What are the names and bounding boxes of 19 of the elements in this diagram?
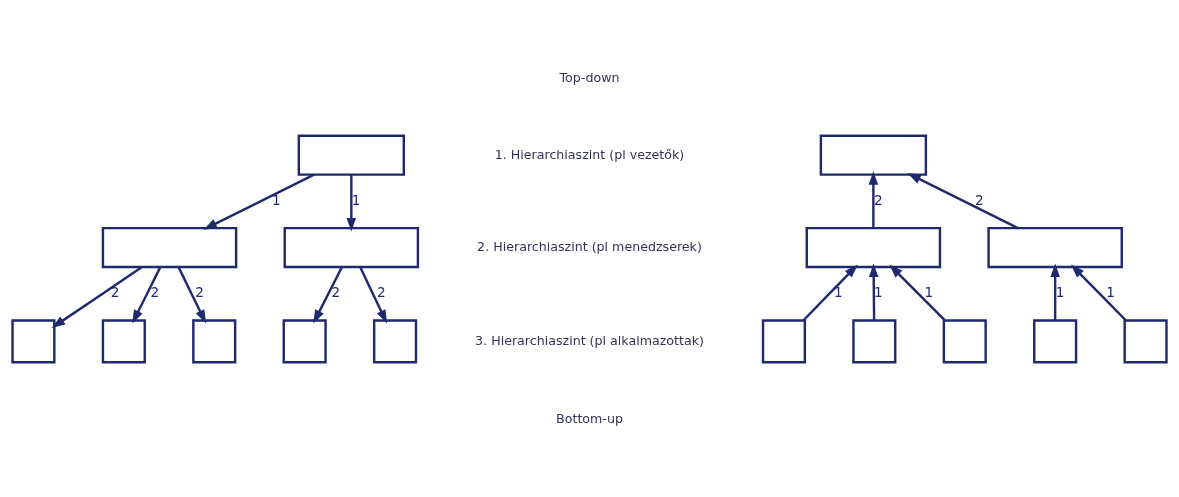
label: 2. Hierarchiaszint (pl menedzserek) <box>477 238 702 254</box>
edge-label: 1 <box>272 191 281 208</box>
edge-label: 2 <box>873 191 883 208</box>
edge-label: 1 <box>351 191 361 208</box>
edge-label: 2 <box>195 283 204 300</box>
edge-label: 1 <box>924 283 934 300</box>
edge-label: 2 <box>110 283 120 300</box>
label: 3. Hierarchiaszint (pl alkalmazottak) <box>475 332 704 348</box>
edge-label: 1 <box>873 283 883 300</box>
edge-label: 2 <box>975 191 984 208</box>
edge-label: 1 <box>1106 283 1115 300</box>
label: Bottom-up <box>556 410 623 426</box>
edge-label: 2 <box>150 283 160 300</box>
edge-label: 2 <box>331 283 341 300</box>
edge-label: 1 <box>1055 283 1065 300</box>
label: Top-down <box>559 69 620 85</box>
label: 1. Hierarchiaszint (pl vezetők) <box>494 145 685 161</box>
edge-label: 2 <box>377 283 386 300</box>
edge-label: 1 <box>834 283 843 300</box>
